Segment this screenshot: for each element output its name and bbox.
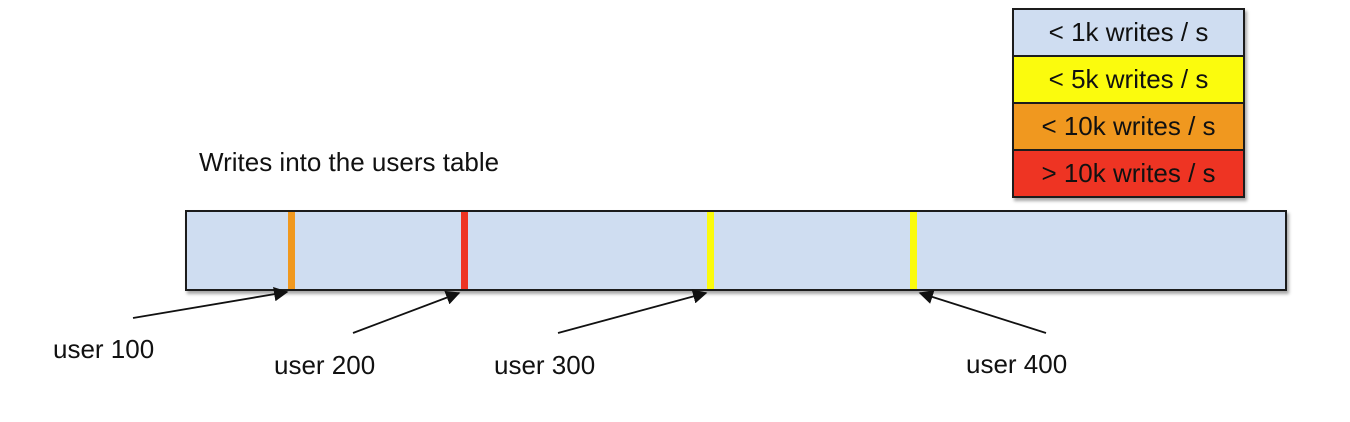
legend-item-over-10k: > 10k writes / s [1012,149,1245,198]
legend-item-under-10k: < 10k writes / s [1012,102,1245,151]
users-table-band [185,210,1287,291]
label-user-300: user 300 [494,350,596,380]
arrow-user-300 [557,289,708,334]
write-hotspot-user-400 [910,212,917,289]
write-hotspot-user-200 [461,212,468,289]
write-hotspot-user-300 [707,212,714,289]
legend-item-under-5k: < 5k writes / s [1012,55,1245,104]
arrow-user-400 [918,290,1047,334]
legend-item-under-1k: < 1k writes / s [1012,8,1245,57]
arrow-user-200 [352,290,461,334]
write-hotspot-user-100 [288,212,295,289]
arrow-user-100 [132,287,289,319]
label-user-400: user 400 [966,349,1068,379]
label-user-200: user 200 [274,350,376,380]
diagram-title: Writes into the users table [199,147,500,177]
legend: < 1k writes / s < 5k writes / s < 10k wr… [1012,8,1245,198]
label-user-100: user 100 [53,334,155,364]
